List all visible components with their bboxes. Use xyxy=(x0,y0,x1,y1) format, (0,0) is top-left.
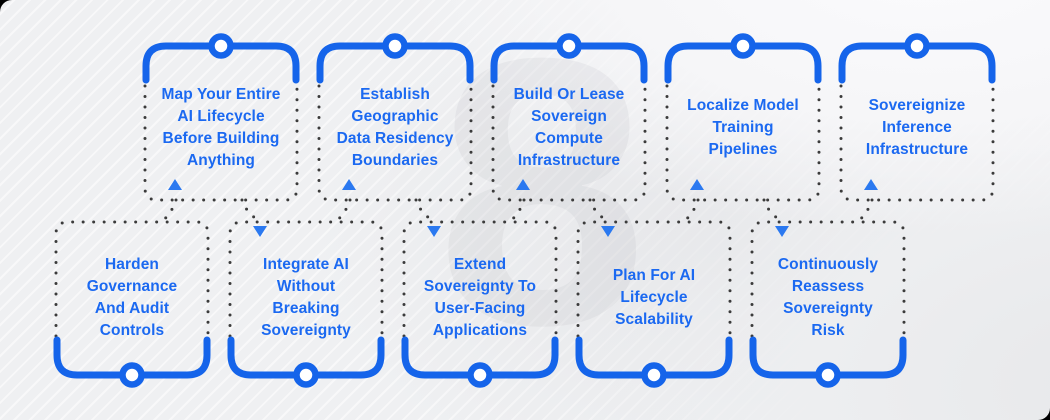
step-label: Plan For AI Lifecycle Scalability xyxy=(612,267,696,328)
top-card-4-dotted-border xyxy=(665,84,821,202)
timeline-node-icon xyxy=(208,33,234,59)
step-label: Extend Sovereignty To User-Facing Applic… xyxy=(423,256,537,339)
connector-up-1 xyxy=(163,198,178,224)
timeline-node-icon xyxy=(556,33,582,59)
top-card-3-dotted-border xyxy=(491,84,647,202)
connector-down-4 xyxy=(762,198,779,224)
top-card-5-dotted-border xyxy=(839,84,995,202)
step-label: Harden Governance And Audit Controls xyxy=(86,256,178,339)
flow-arrow-up-icon xyxy=(690,179,704,190)
timeline-node-icon xyxy=(467,362,493,388)
connector-up-3 xyxy=(511,198,526,224)
bottom-card-1-dotted-border xyxy=(54,220,210,338)
bottom-step-card-3: Extend Sovereignty To User-Facing Applic… xyxy=(401,224,559,372)
flow-arrow-down-icon xyxy=(775,226,789,237)
timeline-node-icon xyxy=(730,33,756,59)
bottom-card-3-dotted-border xyxy=(402,220,558,338)
top-card-1-dotted-border xyxy=(143,84,299,202)
step-label: Localize Model Training Pipelines xyxy=(687,97,799,158)
bottom-card-5-dotted-border xyxy=(750,220,906,338)
timeline-node-icon xyxy=(382,33,408,59)
top-step-card-1: Map Your Entire AI Lifecycle Before Buil… xyxy=(142,58,300,198)
step-label: Establish Geographic Data Residency Boun… xyxy=(336,86,454,169)
flow-arrow-up-icon xyxy=(864,179,878,190)
connector-up-2 xyxy=(337,198,352,224)
bottom-card-4-dotted-border xyxy=(576,220,732,338)
timeline-node-icon xyxy=(904,33,930,59)
step-label: Map Your Entire AI Lifecycle Before Buil… xyxy=(161,86,281,169)
step-label: Continuously Reassess Sovereignty Risk xyxy=(777,256,879,339)
flow-arrow-down-icon xyxy=(427,226,441,237)
flow-arrow-up-icon xyxy=(168,179,182,190)
flow-arrow-up-icon xyxy=(516,179,530,190)
timeline-node-icon xyxy=(293,362,319,388)
flow-arrow-up-icon xyxy=(342,179,356,190)
bottom-step-card-1: Harden Governance And Audit Controls xyxy=(53,224,211,372)
top-card-2-dotted-border xyxy=(317,84,473,202)
flow-arrow-down-icon xyxy=(253,226,267,237)
timeline-node-icon xyxy=(119,362,145,388)
bottom-card-2-dotted-border xyxy=(228,220,384,338)
timeline-node-icon xyxy=(641,362,667,388)
top-step-card-3: Build Or Lease Sovereign Compute Infrast… xyxy=(490,58,648,198)
bottom-step-card-4: Plan For AI Lifecycle Scalability xyxy=(575,224,733,372)
top-step-card-4: Localize Model Training Pipelines xyxy=(664,58,822,198)
top-step-card-5: Sovereignize Inference Infrastructure xyxy=(838,58,996,198)
connector-down-3 xyxy=(588,198,605,224)
step-label: Sovereignize Inference Infrastructure xyxy=(865,97,969,158)
connector-down-1 xyxy=(240,198,257,224)
step-label: Integrate AI Without Breaking Sovereignt… xyxy=(261,256,351,339)
bottom-step-card-5: Continuously Reassess Sovereignty Risk xyxy=(749,224,907,372)
bottom-step-card-2: Integrate AI Without Breaking Sovereignt… xyxy=(227,224,385,372)
flow-arrow-down-icon xyxy=(601,226,615,237)
top-step-card-2: Establish Geographic Data Residency Boun… xyxy=(316,58,474,198)
connector-down-2 xyxy=(414,198,431,224)
timeline-node-icon xyxy=(815,362,841,388)
connector-up-4 xyxy=(685,198,700,224)
connector-up-5 xyxy=(859,198,874,224)
step-label: Build Or Lease Sovereign Compute Infrast… xyxy=(513,86,625,169)
